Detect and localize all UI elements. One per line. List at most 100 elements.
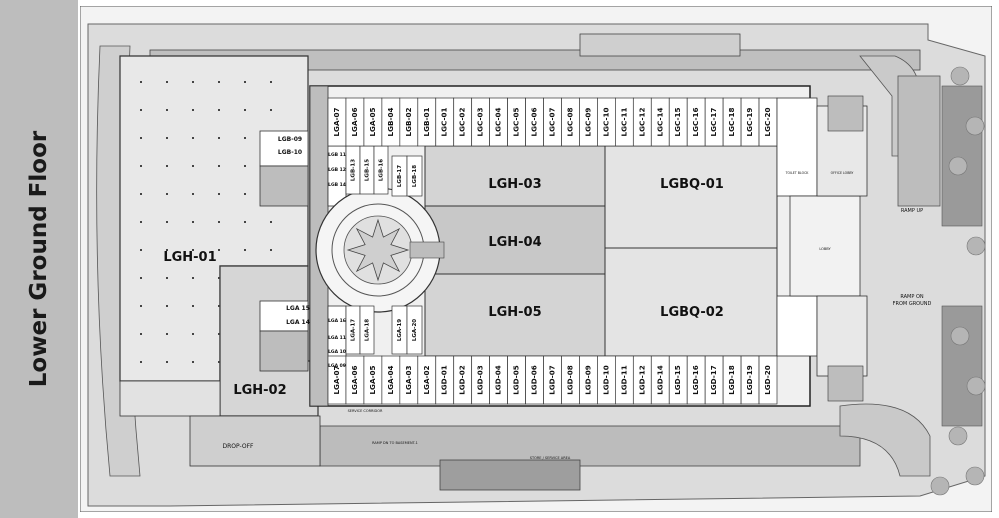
label-lgbq-02: LGBQ-02 bbox=[660, 305, 724, 320]
mid-unit-label: LGA-17 bbox=[351, 319, 357, 341]
unit-label: LGA-02 bbox=[422, 365, 431, 394]
column-dot bbox=[218, 305, 220, 307]
unit-label: LGD-04 bbox=[494, 365, 503, 395]
column-dot bbox=[218, 109, 220, 111]
column-dot bbox=[244, 165, 246, 167]
tree bbox=[966, 236, 986, 256]
right-building-2 bbox=[941, 305, 983, 427]
unit-label: LGC-03 bbox=[476, 108, 485, 137]
lower-left-area bbox=[119, 380, 221, 417]
label-lgh-03: LGH-03 bbox=[488, 177, 541, 192]
column-dot bbox=[140, 137, 142, 139]
label-lobby: LOBBY bbox=[819, 247, 831, 251]
column-dot bbox=[218, 81, 220, 83]
label-lgh-02: LGH-02 bbox=[233, 383, 286, 398]
unit-label: LGD-15 bbox=[673, 365, 682, 395]
label-toilet-block: TOILET BLOCK bbox=[785, 171, 810, 175]
unit-label: LGD-07 bbox=[548, 365, 557, 395]
label-drop-off: DROP-OFF bbox=[223, 443, 255, 450]
unit-label: LGC-17 bbox=[709, 108, 718, 137]
unit-label: LGB-01 bbox=[422, 108, 431, 137]
right-building bbox=[941, 85, 983, 227]
column-dot bbox=[192, 361, 194, 363]
unit-label: LGD-02 bbox=[458, 365, 467, 395]
column-dot bbox=[140, 165, 142, 167]
tree bbox=[950, 326, 970, 346]
unit-label: LGD-20 bbox=[763, 365, 772, 395]
unit-label: LGC-18 bbox=[727, 108, 736, 137]
column-dot bbox=[192, 305, 194, 307]
label-office-lobby: OFFICE LOBBY bbox=[831, 171, 854, 175]
hall-lgh-04 bbox=[424, 205, 606, 275]
column-dot bbox=[244, 249, 246, 251]
right-core-stair-bottom bbox=[827, 365, 864, 402]
label-ramp-on: RAMP ON bbox=[900, 294, 924, 300]
unit-label: LGC-01 bbox=[440, 108, 449, 137]
mid-unit-label: LGA-18 bbox=[365, 319, 371, 341]
column-dot bbox=[140, 193, 142, 195]
column-dot bbox=[218, 193, 220, 195]
column-dot bbox=[244, 193, 246, 195]
unit-label: LGC-12 bbox=[637, 108, 646, 137]
mid-unit-label: LGA-20 bbox=[412, 319, 418, 341]
mid-unit-label: LGB-16 bbox=[379, 159, 385, 181]
column-dot bbox=[166, 277, 168, 279]
column-dot bbox=[218, 137, 220, 139]
right-ramp-strip bbox=[897, 75, 941, 207]
column-dot bbox=[218, 333, 220, 335]
label-from-ground: FROM GROUND bbox=[893, 301, 932, 307]
label-lgb-10: LGB-10 bbox=[278, 149, 302, 156]
unit-label: LGC-15 bbox=[673, 108, 682, 137]
label-lgh-05: LGH-05 bbox=[488, 305, 541, 320]
toilet-block-bottom bbox=[776, 295, 818, 357]
column-dot bbox=[192, 193, 194, 195]
unit-label: LGD-19 bbox=[745, 365, 754, 395]
drop-off-area bbox=[189, 415, 321, 467]
unit-label: LGD-12 bbox=[637, 365, 646, 395]
column-dot bbox=[192, 221, 194, 223]
unit-label: LGD-01 bbox=[440, 365, 449, 395]
column-dot bbox=[218, 165, 220, 167]
unit-label: LGA-07 bbox=[332, 107, 341, 136]
label-lgbq-01: LGBQ-01 bbox=[660, 177, 724, 192]
label-lga-15: LGA 15 bbox=[286, 305, 310, 312]
label-lga-11: LGA 11 bbox=[328, 335, 346, 341]
column-dot bbox=[218, 361, 220, 363]
column-dot bbox=[244, 81, 246, 83]
column-dot bbox=[140, 277, 142, 279]
label-store-service: STORE / SERVICE AREA bbox=[530, 456, 571, 460]
unit-label: LGB-04 bbox=[386, 108, 395, 137]
hall-lgh-03 bbox=[424, 145, 606, 207]
column-dot bbox=[140, 221, 142, 223]
column-dot bbox=[270, 81, 272, 83]
mid-unit-cell bbox=[406, 305, 423, 355]
floor-title: Lower Ground Floor bbox=[26, 130, 52, 388]
label-ramp-basement: RAMP DN TO BASEMENT-1 bbox=[372, 441, 418, 445]
hall-lgbq-01 bbox=[604, 145, 778, 249]
column-dot bbox=[140, 333, 142, 335]
mid-unit-label: LGA-19 bbox=[397, 319, 403, 341]
column-dot bbox=[140, 109, 142, 111]
label-lga-10: LGA 10 bbox=[328, 349, 346, 355]
unit-label: LGA-03 bbox=[404, 365, 413, 394]
label-lga-14: LGA 14 bbox=[286, 319, 310, 326]
column-dot bbox=[244, 221, 246, 223]
column-dot bbox=[192, 137, 194, 139]
lobby-area bbox=[789, 195, 861, 297]
mid-unit-label: LGB-18 bbox=[412, 165, 418, 187]
column-dot bbox=[270, 109, 272, 111]
sidebar: Lower Ground Floor bbox=[0, 0, 78, 518]
label-lga-16: LGA 16 bbox=[328, 318, 346, 324]
unit-label: LGD-03 bbox=[476, 365, 485, 395]
atrium-escalator bbox=[409, 241, 445, 259]
mid-unit-label: LGB-17 bbox=[397, 165, 403, 187]
unit-label: LGC-09 bbox=[583, 108, 592, 137]
column-dot bbox=[166, 81, 168, 83]
column-dot bbox=[166, 249, 168, 251]
unit-label: LGD-10 bbox=[601, 365, 610, 395]
column-dot bbox=[244, 137, 246, 139]
office-lobby-bottom bbox=[816, 295, 868, 377]
column-dot bbox=[166, 221, 168, 223]
unit-label: LGC-20 bbox=[763, 108, 772, 137]
